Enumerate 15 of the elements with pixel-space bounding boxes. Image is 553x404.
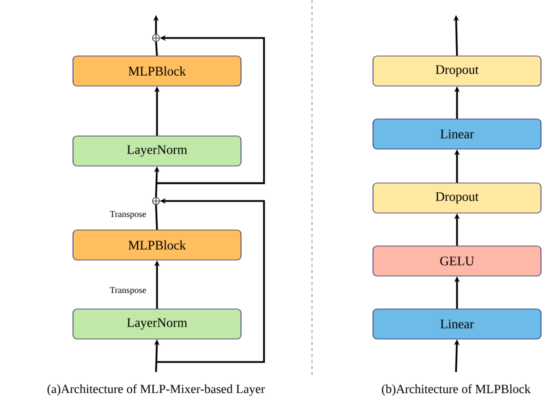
sum-symbol <box>152 34 160 42</box>
caption: (b)Architecture of MLPBlock <box>382 384 531 396</box>
layer-norm-box: LayerNorm <box>72 308 242 340</box>
linear-box: Linear <box>372 308 542 340</box>
layer-norm-box: LayerNorm <box>72 136 242 166</box>
activation-box: GELU <box>372 246 542 276</box>
mlp-block-box: MLPBlock <box>72 230 242 260</box>
edge-label: Transpose <box>110 287 146 295</box>
sum-symbol <box>152 197 160 205</box>
caption: (a)Architecture of MLP-Mixer-based Layer <box>48 384 265 396</box>
mlp-block-box: MLPBlock <box>72 56 242 86</box>
edge-label: Transpose <box>110 211 146 219</box>
dropout-box: Dropout <box>372 182 542 214</box>
dropout-box: Dropout <box>372 56 542 86</box>
linear-box: Linear <box>372 118 542 150</box>
